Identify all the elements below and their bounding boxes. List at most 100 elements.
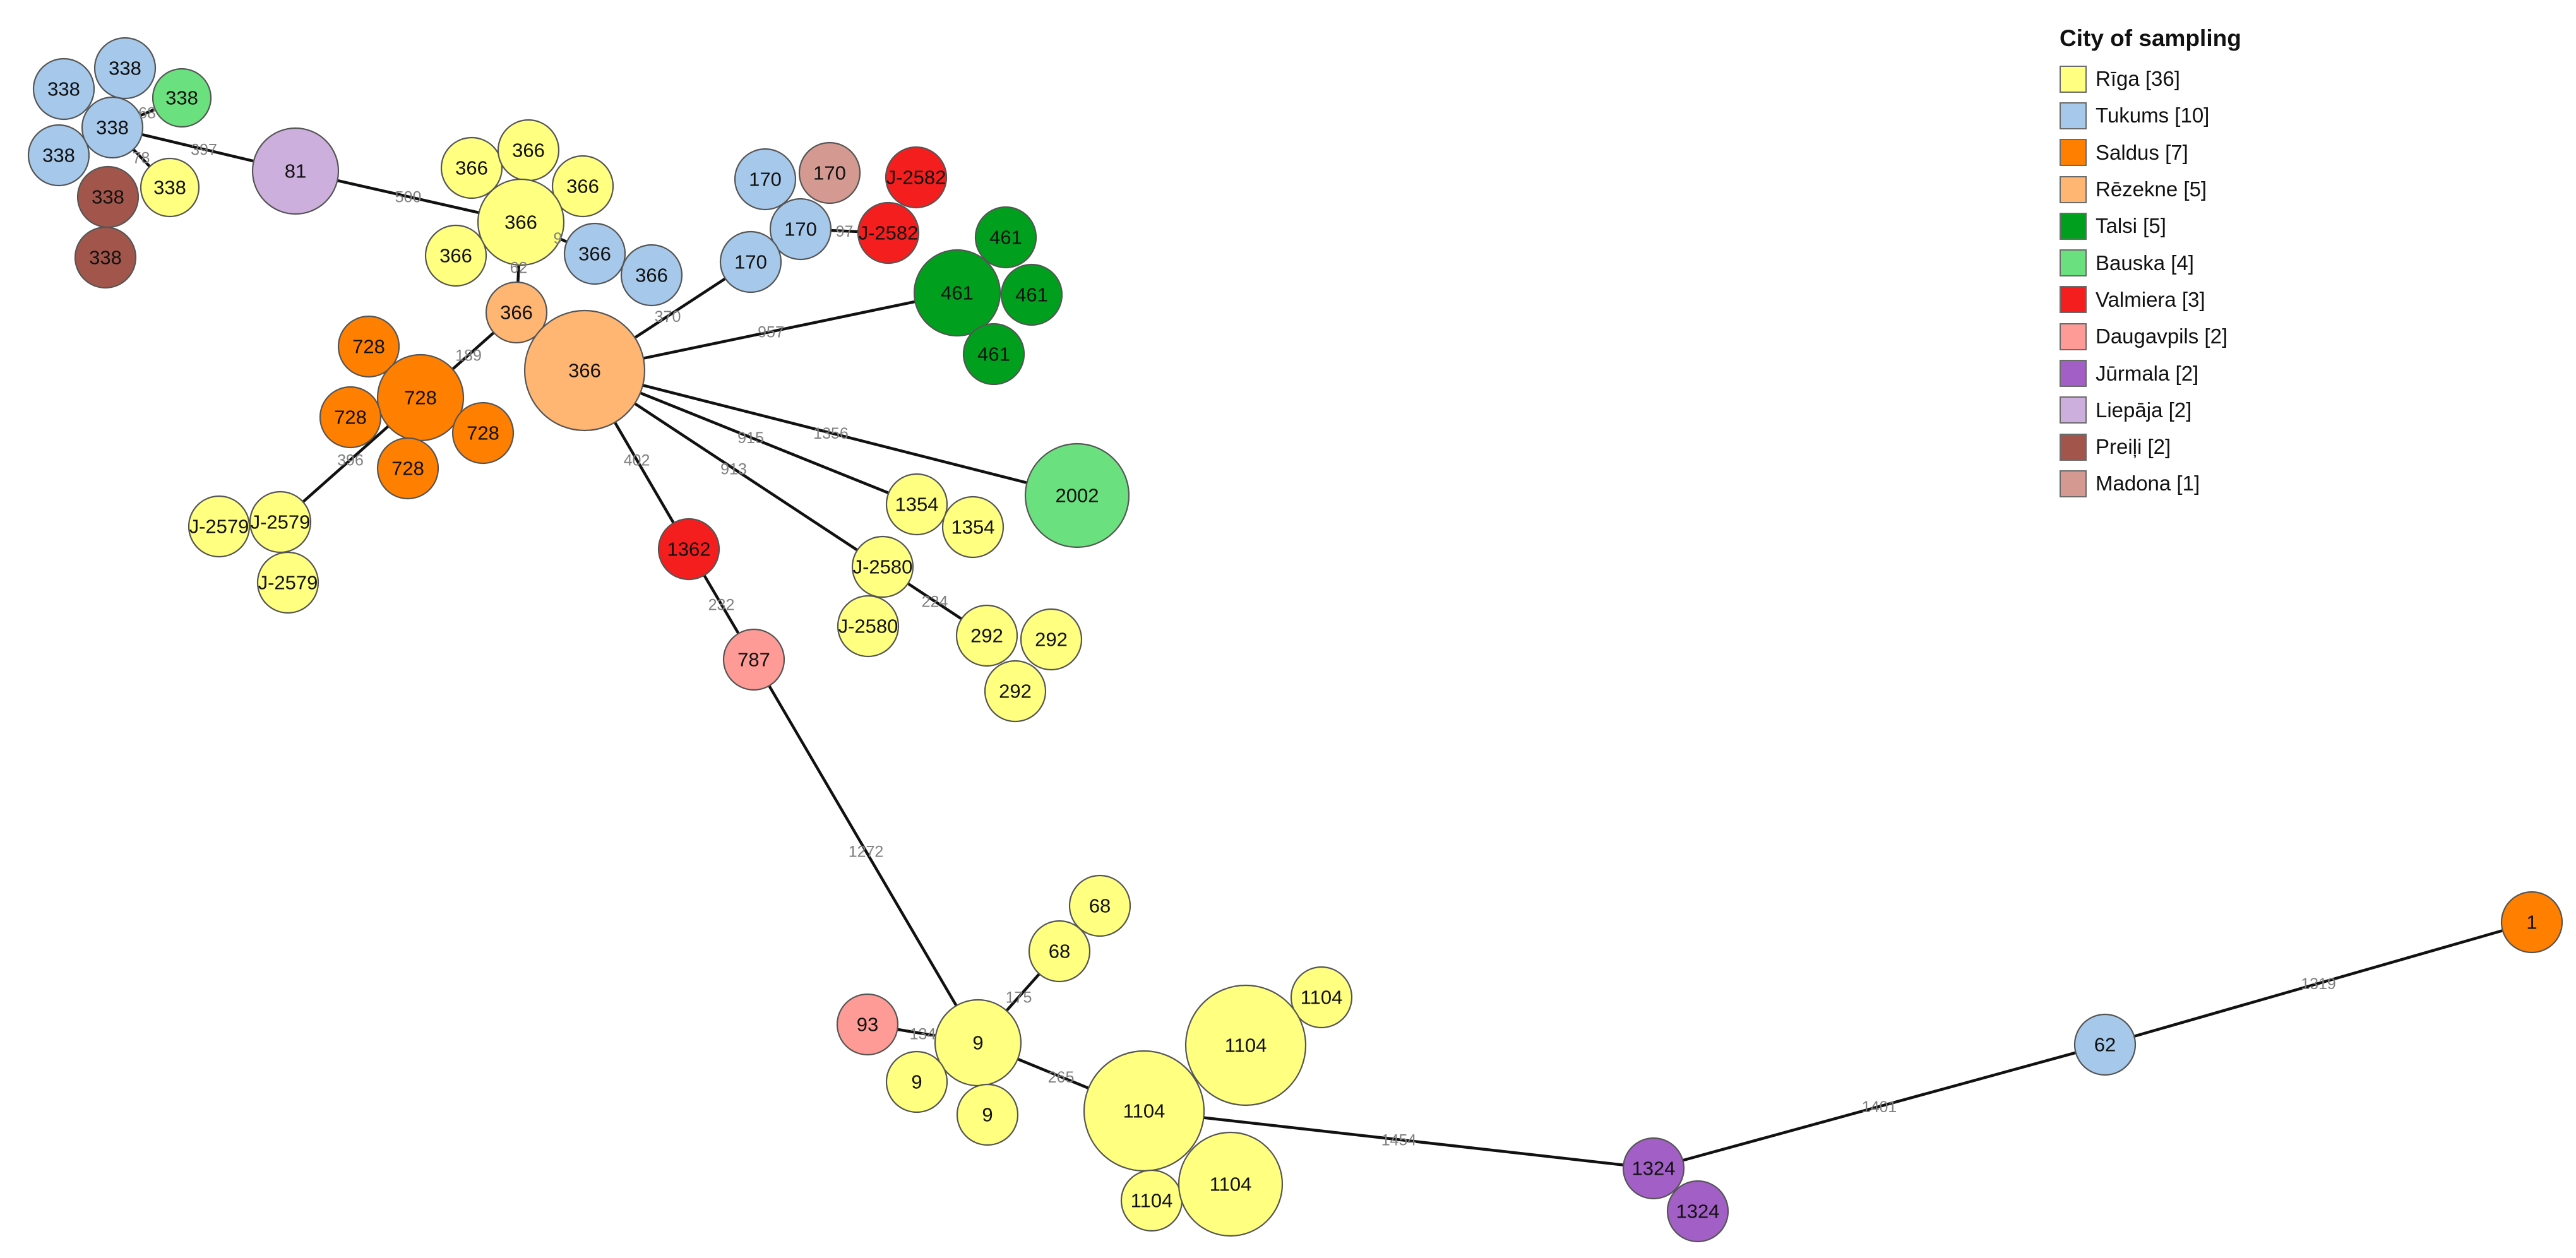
edge-n366main-n461main: [584, 291, 958, 372]
node-label: 1324: [1676, 1201, 1720, 1223]
node-label: 1354: [951, 516, 995, 538]
node-n1354a: 1354: [885, 473, 948, 536]
legend-label: Rēzekne [5]: [2096, 177, 2207, 201]
node-label: 461: [977, 343, 1010, 365]
legend-items: Rīga [36]Tukums [10]Saldus [7]Rēzekne [5…: [2060, 61, 2241, 502]
node-n338g: 338: [140, 157, 200, 218]
legend-label: Rīga [36]: [2096, 67, 2180, 91]
edge-n366main-n2002: [584, 369, 1078, 497]
node-n338e: 338: [81, 96, 144, 159]
node-n1: 1: [2500, 891, 2563, 954]
node-label: J-2580: [838, 615, 898, 638]
node-label: J-2580: [853, 556, 913, 578]
node-circle: [440, 136, 503, 199]
node-circle: [563, 222, 626, 285]
edge-label: 370: [655, 308, 681, 326]
node-n461main: 461: [913, 249, 1001, 337]
legend-label: Jūrmala [2]: [2096, 361, 2199, 385]
node-label: 728: [467, 422, 499, 444]
node-circle: [1000, 263, 1063, 326]
node-label: 68: [1089, 895, 1111, 917]
edge-n1324a-n62: [1653, 1043, 2106, 1170]
node-label: 366: [578, 243, 611, 265]
node-circle: [319, 386, 382, 449]
node-n728e: 728: [376, 437, 439, 500]
legend-item-liepaja: Liepāja [2]: [2060, 392, 2241, 429]
legend-item-madona: Madona [1]: [2060, 465, 2241, 502]
node-circle: [955, 604, 1018, 667]
node-circle: [837, 595, 900, 658]
node-circle: [1068, 874, 1131, 937]
node-circle: [885, 473, 948, 536]
node-label: 170: [813, 162, 846, 184]
legend-swatch: [2060, 433, 2087, 461]
node-label: 338: [96, 117, 129, 139]
node-n461c: 461: [1000, 263, 1063, 326]
edge-label: 1401: [1862, 1098, 1897, 1116]
node-label: 9: [982, 1104, 993, 1126]
edge-label: 68: [138, 105, 156, 122]
edge-label: 265: [1048, 1069, 1075, 1086]
edge-label: 9: [554, 230, 563, 247]
node-circle: [734, 148, 797, 211]
node-circle: [81, 96, 144, 159]
node-circle: [485, 281, 548, 344]
legend-label: Daugavpils [2]: [2096, 324, 2228, 348]
node-label: 292: [999, 680, 1032, 703]
node-n461d: 461: [962, 323, 1025, 386]
node-circle: [1184, 984, 1307, 1107]
node-label: 338: [153, 177, 186, 199]
node-n366h: 366: [485, 281, 548, 344]
node-label: J-2582: [859, 222, 919, 244]
edge-label: 500: [395, 189, 422, 206]
node-n93: 93: [836, 993, 899, 1056]
node-circle: [451, 401, 515, 465]
edge-label: 1454: [1381, 1132, 1417, 1149]
node-label: 1104: [1210, 1173, 1252, 1196]
legend-swatch: [2060, 360, 2087, 388]
edge-n787-n9main: [753, 658, 979, 1044]
edge-label: 1272: [849, 843, 884, 861]
node-label: 338: [92, 186, 124, 208]
edge-label: 957: [758, 324, 784, 341]
node-circle: [256, 551, 319, 614]
legend-swatch: [2060, 102, 2087, 129]
node-n366f: 366: [563, 222, 626, 285]
node-n366main: 366: [523, 309, 646, 432]
legend-label: Tukums [10]: [2096, 104, 2210, 128]
node-circle: [719, 230, 782, 294]
node-label: 170: [784, 218, 817, 240]
legend-item-rezekne: Rēzekne [5]: [2060, 171, 2241, 208]
node-circle: [140, 157, 200, 218]
edge-label: 1356: [813, 425, 849, 442]
node-circle: [769, 198, 832, 261]
node-nJ2579c: J-2579: [256, 551, 319, 614]
node-n1104main: 1104: [1083, 1050, 1205, 1172]
node-label: 338: [89, 247, 122, 269]
node-label: 1324: [1632, 1158, 1676, 1180]
node-n366a: 366: [440, 136, 503, 199]
legend-swatch: [2060, 323, 2087, 350]
edge-label: 189: [455, 347, 482, 365]
node-label: 728: [352, 336, 385, 358]
node-n366c: 366: [551, 155, 614, 218]
node-circle: [857, 201, 920, 264]
node-label: 338: [42, 145, 75, 167]
node-label: 366: [439, 245, 472, 267]
node-n366d: 366: [424, 224, 487, 287]
edge-label: 134: [910, 1026, 936, 1043]
node-n728main: 728: [376, 353, 465, 442]
node-label: 1104: [1123, 1100, 1166, 1122]
legend-swatch: [2060, 139, 2087, 167]
node-circle: [962, 323, 1025, 386]
node-n1104a: 1104: [1290, 966, 1353, 1029]
node-label: 1: [2526, 911, 2537, 934]
legend-label: Bauska [4]: [2096, 251, 2194, 275]
node-n68b: 68: [1028, 920, 1091, 983]
edge-label: 232: [708, 596, 735, 614]
edge-label: 402: [624, 452, 650, 470]
node-circle: [885, 1050, 948, 1113]
node-circle: [984, 660, 1047, 723]
legend: City of sampling Rīga [36]Tukums [10]Sal…: [2060, 25, 2241, 502]
